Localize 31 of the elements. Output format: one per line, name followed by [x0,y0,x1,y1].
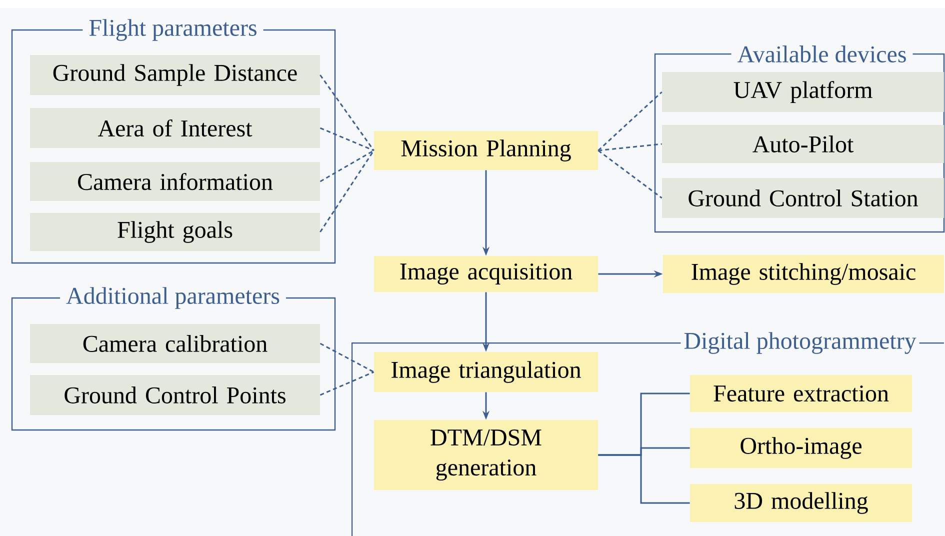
dashed-connector [320,127,374,152]
process-box: Ortho-image [690,428,912,468]
parameter-box: Auto-Pilot [662,125,944,163]
parameter-box: UAV platform [662,72,944,112]
dashed-connector [320,342,374,373]
process-box: 3D modelling [690,484,912,522]
parameter-box: Ground Control Points [30,375,320,415]
dashed-connector [320,150,374,232]
parameter-box: Camera calibration [30,324,320,363]
process-box: Feature extraction [690,375,912,412]
dashed-connector [598,91,662,152]
connector-line [598,454,690,504]
parameter-box: Camera information [30,162,320,201]
dashed-connector [320,150,374,182]
dashed-connector [598,143,662,152]
parameter-box: Aera of Interest [30,108,320,148]
parameter-box: Flight goals [30,213,320,251]
process-box: Image acquisition [374,256,598,292]
dashed-connector [320,74,374,151]
process-box: Image stitching/mosaic [663,255,944,293]
dashed-connector [320,371,374,396]
section-heading: Digital photogrammetry [680,331,920,355]
process-box: DTM/DSM generation [374,420,598,490]
group-heading: Available devices [731,44,913,64]
parameter-box: Ground Control Station [662,178,944,218]
group-heading: Flight parameters [82,18,264,42]
group-heading: Additional parameters [60,286,286,310]
process-box: Mission Planning [374,131,598,170]
parameter-box: Ground Sample Distance [30,55,320,95]
process-box: Image triangulation [374,352,598,392]
dashed-connector [598,150,662,199]
